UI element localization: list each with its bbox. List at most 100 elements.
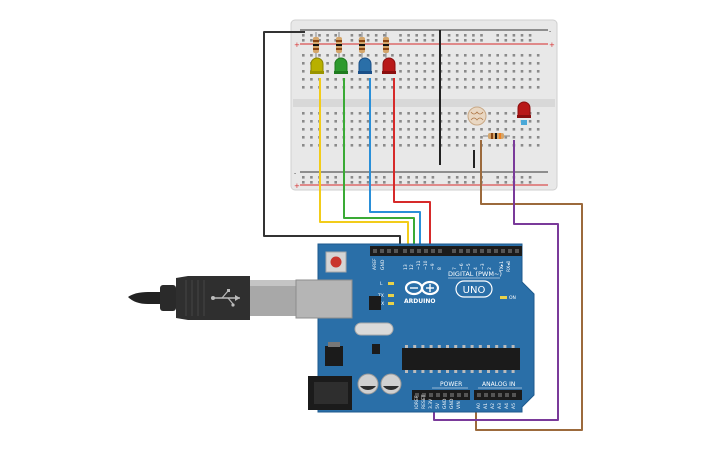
breadboard-hole (326, 144, 329, 147)
rail-hole (358, 181, 362, 184)
led-red[interactable] (382, 57, 396, 74)
rail-hole (496, 181, 499, 184)
led-yellow[interactable] (310, 57, 324, 74)
rail-hole (310, 176, 313, 179)
breadboard-hole (374, 54, 378, 57)
wire-black-gnd[interactable] (263, 31, 401, 252)
breadboard-hole (374, 70, 378, 73)
breadboard-hole (480, 86, 483, 89)
breadboard-hole (366, 136, 370, 139)
usb-cable[interactable] (128, 276, 296, 320)
photoresistor[interactable] (467, 106, 487, 126)
breadboard-hole (520, 70, 524, 73)
breadboard-hole (302, 112, 305, 115)
led-blue[interactable] (358, 57, 372, 74)
breadboard-hole (302, 70, 305, 73)
breadboard-hole (464, 144, 467, 147)
breadboard-hole (512, 128, 516, 131)
breadboard-hole (391, 128, 394, 131)
rail-hole (455, 176, 459, 179)
bottom-pin-sockets[interactable] (415, 393, 516, 397)
resistor-ldr[interactable] (483, 133, 510, 139)
breadboard-hole (496, 86, 499, 89)
breadboard-hole (415, 112, 418, 115)
rail-hole (480, 39, 483, 42)
breadboard-hole (536, 136, 540, 139)
wire-brown[interactable] (475, 140, 583, 431)
breadboard-hole (480, 54, 483, 57)
resistor-2[interactable] (336, 32, 342, 58)
breadboard-hole (350, 78, 354, 81)
rail-hole (318, 34, 321, 37)
chip-leg (454, 370, 458, 373)
breadboard-hole (334, 54, 337, 57)
breadboard-hole (455, 78, 459, 81)
rail-hole (447, 39, 451, 42)
wire-yellow[interactable] (319, 78, 409, 252)
voltage-regulator (325, 346, 343, 366)
leds[interactable] (310, 57, 531, 125)
breadboard-hole (358, 78, 362, 81)
rail-hole (358, 176, 362, 179)
rail-hole (423, 34, 427, 37)
wire-blue[interactable] (369, 78, 421, 252)
arduino-uno-board[interactable]: AREF GND 13 12 ~11 ~10 ~9 8 7 ~6 ~5 4 ~3… (295, 243, 535, 413)
breadboard[interactable]: - + - + - + (290, 19, 558, 191)
led-green[interactable] (334, 57, 348, 74)
breadboard-hole (431, 128, 435, 131)
breadboard-hole (358, 86, 362, 89)
chip-leg (437, 345, 441, 348)
breadboard-hole (407, 112, 410, 115)
breadboard-hole (528, 136, 532, 139)
breadboard-hole (528, 62, 532, 65)
breadboard-hole (302, 78, 305, 81)
breadboard-hole (350, 128, 354, 131)
a0-label: A0 (476, 403, 482, 409)
rail-hole (374, 176, 378, 179)
breadboard-hole (407, 78, 410, 81)
led-resistors[interactable] (313, 32, 389, 58)
rail-hole (472, 39, 475, 42)
wire-red[interactable] (393, 78, 431, 252)
breadboard-hole (399, 78, 402, 81)
rail-hole (504, 181, 508, 184)
wire-green[interactable] (343, 78, 415, 252)
digital-pin-sockets[interactable] (373, 249, 519, 253)
model-label: UNO (463, 285, 486, 296)
rail-hole (496, 39, 499, 42)
rail-hole (520, 34, 524, 37)
power-header[interactable] (412, 390, 470, 400)
wire-purple[interactable] (433, 140, 559, 421)
breadboard-hole (464, 70, 467, 73)
resistor-4[interactable] (383, 32, 389, 58)
rail-hole (423, 181, 427, 184)
top-rail-minus-label-right: - (549, 28, 551, 35)
reset-button-cap[interactable] (330, 256, 342, 268)
rail-hole (447, 176, 451, 179)
board-usb-jack[interactable] (295, 279, 353, 319)
breadboard-hole (383, 54, 386, 57)
resistor-3[interactable] (359, 32, 365, 58)
breadboard-hole (480, 78, 483, 81)
breadboard-hole (431, 112, 435, 115)
breadboard-hole (520, 128, 524, 131)
rail-hole (472, 181, 475, 184)
rail-hole (415, 176, 418, 179)
led-red-indicator[interactable] (517, 101, 531, 125)
breadboard-hole (350, 144, 354, 147)
chip-leg (511, 370, 515, 373)
chip-leg (421, 345, 425, 348)
rail-hole (326, 181, 329, 184)
resistor-1[interactable] (313, 32, 319, 58)
rail-hole (350, 39, 354, 42)
breadboard-hole (536, 54, 540, 57)
breadboard-hole (415, 70, 418, 73)
breadboard-hole (358, 54, 362, 57)
breadboard-hole (455, 144, 459, 147)
breadboard-hole (302, 86, 305, 89)
rail-hole (431, 176, 435, 179)
wires[interactable] (263, 31, 583, 431)
breadboard-hole (536, 128, 540, 131)
digital-header[interactable] (370, 246, 522, 256)
